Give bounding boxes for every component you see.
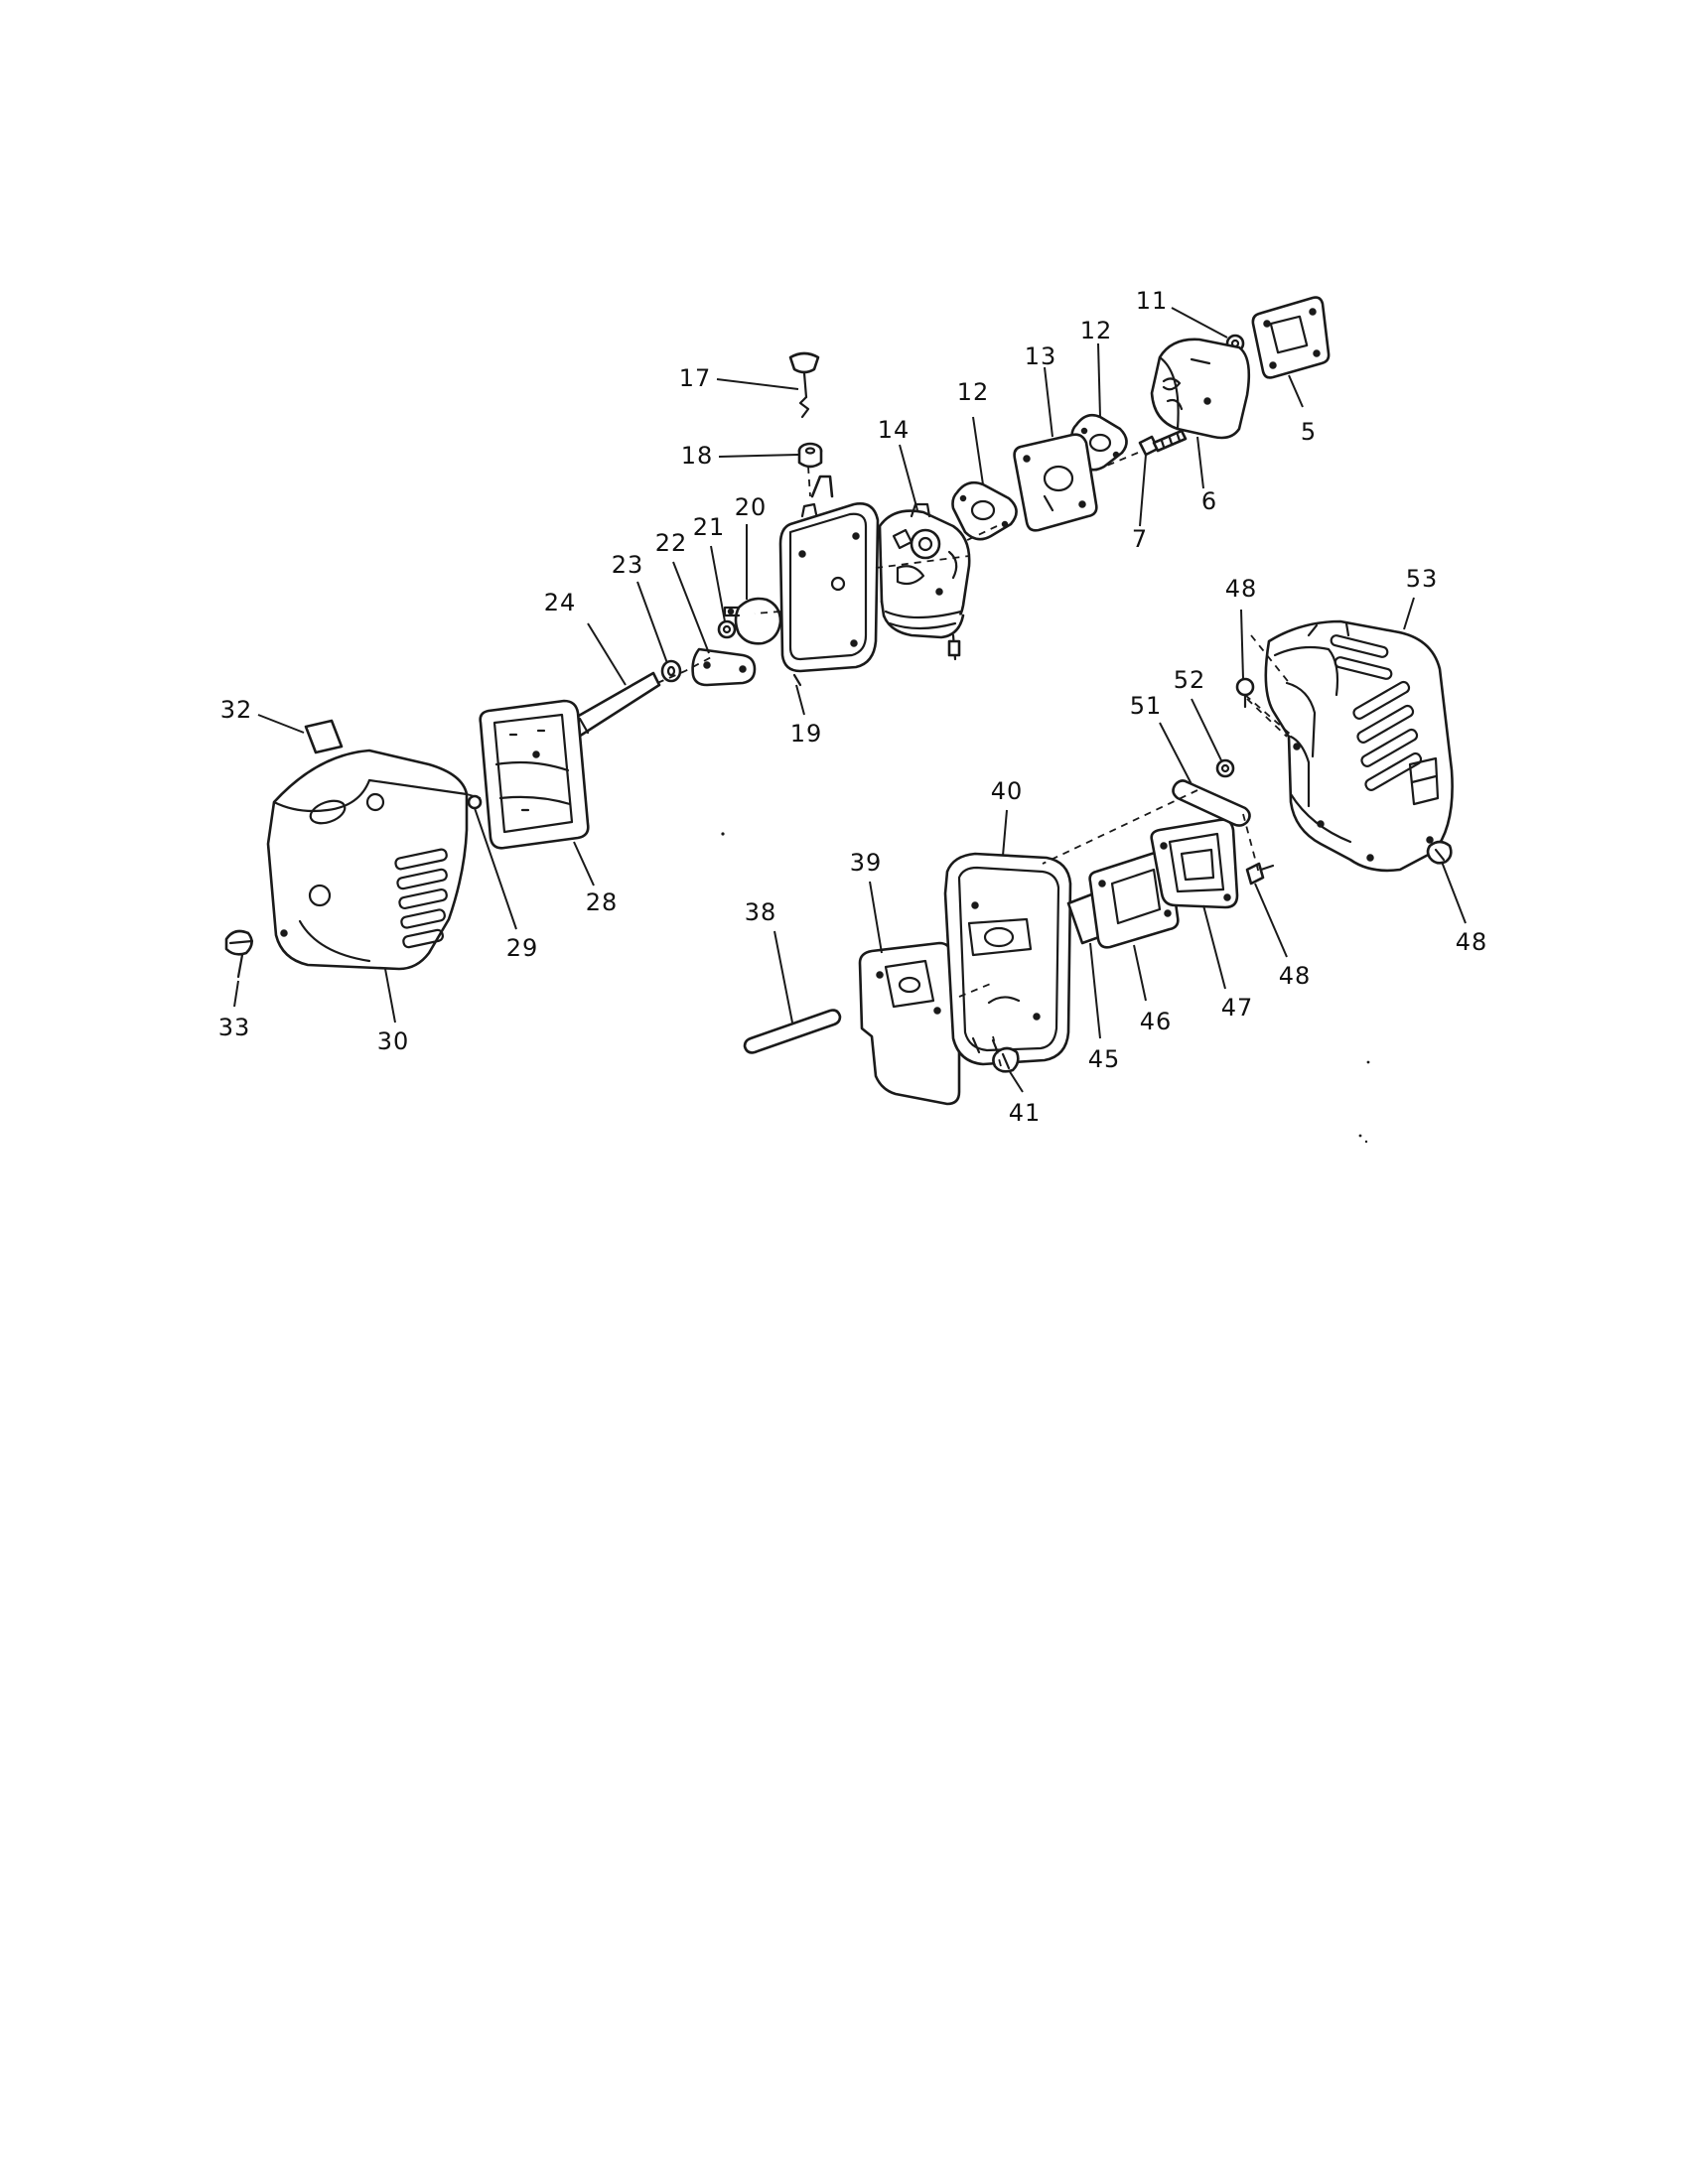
callout-41: 41: [1009, 1099, 1042, 1127]
part-7-bolt: [1138, 429, 1188, 457]
callout-45: 45: [1088, 1045, 1121, 1073]
callout-48-right: 48: [1456, 928, 1488, 956]
part-52-nut: [1215, 758, 1235, 778]
part-48-screw-lower: [1245, 862, 1275, 886]
callout-28: 28: [586, 888, 619, 916]
part-21-nut: [717, 619, 737, 639]
callout-29: 29: [506, 934, 539, 962]
callout-13: 13: [1025, 342, 1057, 370]
callout-30: 30: [377, 1027, 410, 1055]
callout-53: 53: [1406, 565, 1439, 593]
part-48-screw-right: [1426, 840, 1453, 865]
part-23-washer: [660, 659, 682, 683]
callout-52: 52: [1174, 666, 1206, 694]
part-46-screen-plate: [1088, 850, 1180, 949]
part-22-bracket: [691, 647, 757, 687]
part-47-cover-plate: [1150, 818, 1239, 909]
callout-12-low: 12: [957, 378, 990, 406]
callout-46: 46: [1140, 1008, 1173, 1035]
callout-48-mid: 48: [1279, 962, 1312, 990]
callout-7: 7: [1132, 525, 1148, 553]
callout-19: 19: [790, 720, 823, 748]
part-51-spacer: [1172, 779, 1251, 827]
part-40-muffler: [943, 852, 1072, 1066]
part-39-heat-shield: [858, 941, 961, 1106]
part-41-bolt: [991, 1038, 1020, 1073]
part-6-insulator-block: [1150, 338, 1251, 440]
callout-11: 11: [1136, 287, 1169, 315]
callout-21: 21: [693, 513, 726, 541]
callout-24: 24: [544, 589, 577, 616]
callout-18: 18: [681, 442, 714, 470]
part-20-choke-plate: [723, 597, 782, 645]
callout-47: 47: [1221, 994, 1254, 1022]
part-14-carburetor: [878, 502, 971, 661]
callout-40: 40: [991, 777, 1024, 805]
callout-5: 5: [1301, 418, 1317, 446]
callout-6: 6: [1201, 487, 1217, 515]
part-18-grommet: [797, 442, 823, 469]
callout-51: 51: [1130, 692, 1163, 720]
callout-32: 32: [220, 696, 253, 724]
callout-17: 17: [679, 364, 712, 392]
part-38-rod: [743, 1009, 842, 1054]
callout-39: 39: [850, 849, 883, 877]
scan-specks: [721, 832, 1370, 1144]
callout-12-top: 12: [1080, 317, 1113, 344]
part-33-screw: [224, 929, 254, 979]
callout-23: 23: [612, 551, 644, 579]
part-5-gasket: [1251, 296, 1331, 379]
part-28-air-filter-element: [479, 699, 590, 850]
callout-labels: 11 12 13 12 5 17 18 14 12 6 7 21 20 22 2…: [218, 287, 1488, 1127]
callout-33: 33: [218, 1014, 251, 1041]
callout-20: 20: [735, 493, 768, 521]
part-13-plate: [1013, 433, 1098, 532]
part-30-air-filter-cover: [266, 749, 469, 971]
leader-lines: [233, 307, 1467, 1093]
part-32-label: [304, 719, 344, 754]
part-12-gasket-middle: [951, 480, 1018, 541]
part-53-engine-cover: [1264, 619, 1454, 873]
callout-38: 38: [745, 898, 777, 926]
part-19-air-filter-base: [778, 475, 880, 687]
callout-48-top: 48: [1225, 575, 1258, 603]
part-29-screw: [467, 794, 483, 810]
part-17-choke-knob: [788, 351, 820, 419]
callout-14: 14: [878, 416, 911, 444]
callout-22: 22: [655, 529, 688, 557]
